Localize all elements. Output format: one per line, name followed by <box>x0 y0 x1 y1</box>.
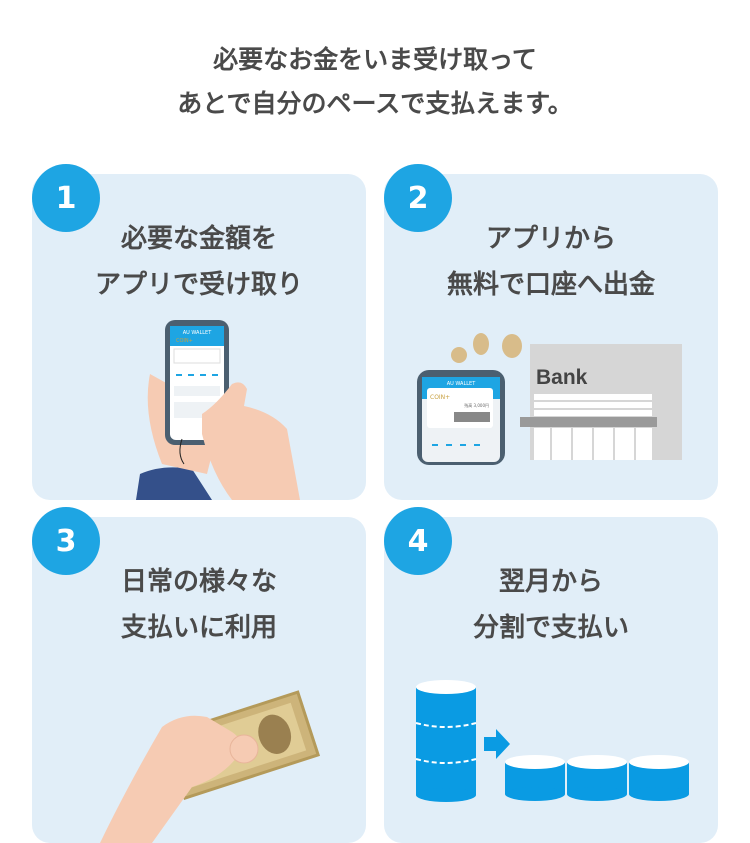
headline-line1: 必要なお金をいま受け取って <box>213 45 537 74</box>
step-title: 翌月から 分割で支払い <box>384 559 718 651</box>
coin-label: COIN+ <box>176 338 193 344</box>
step-title-line1: アプリから <box>485 224 616 254</box>
step-title-line1: 必要な金額を <box>120 224 277 254</box>
step-badge-1: 1 <box>32 164 100 232</box>
step-title-line1: 翌月から <box>498 567 603 597</box>
step-title: アプリから 無料で口座へ出金 <box>384 216 718 308</box>
step-card-4: 翌月から 分割で支払い <box>384 517 718 843</box>
coin-label: COIN+ <box>430 394 450 401</box>
phone-coins-bank-illustration: Bank AU WALLET COIN+ 残高 3,000円 <box>417 333 682 465</box>
hand-holding-banknote-illustration <box>100 690 321 843</box>
step-badge-3: 3 <box>32 507 100 575</box>
step-title: 日常の様々な 支払いに利用 <box>32 559 366 651</box>
coin-stack-split-illustration <box>415 680 689 802</box>
step-badge-4: 4 <box>384 507 452 575</box>
step-card-2: アプリから 無料で口座へ出金 Bank AU WALLET COIN+ 残高 3… <box>384 174 718 500</box>
wallet-label: AU WALLET <box>447 381 476 387</box>
step-card-3: 日常の様々な 支払いに利用 <box>32 517 366 843</box>
bank-label: Bank <box>536 366 588 389</box>
step-title-line2: 分割で支払い <box>472 613 629 643</box>
balance-label: 残高 3,000円 <box>464 402 489 408</box>
step-badge-2: 2 <box>384 164 452 232</box>
step-card-1: 必要な金額を アプリで受け取り AU WALLET COIN+ <box>32 174 366 500</box>
headline-line2: あとで自分のペースで支払えます。 <box>177 89 573 118</box>
hand-holding-phone-illustration: AU WALLET COIN+ <box>136 320 300 500</box>
step-title-line2: 無料で口座へ出金 <box>446 270 655 300</box>
step-title-line2: アプリで受け取り <box>94 270 303 300</box>
step-title-line1: 日常の様々な <box>120 567 277 597</box>
headline: 必要なお金をいま受け取って あとで自分のペースで支払えます。 <box>0 38 750 126</box>
step-title: 必要な金額を アプリで受け取り <box>32 216 366 308</box>
step-title-line2: 支払いに利用 <box>120 613 277 643</box>
wallet-label: AU WALLET <box>183 330 212 336</box>
